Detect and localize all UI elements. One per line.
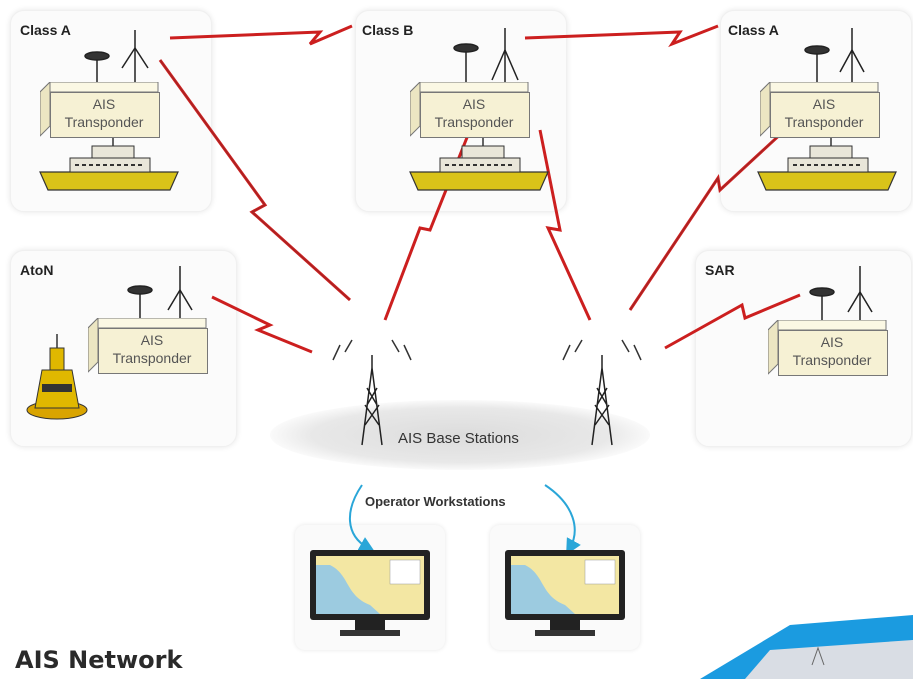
transponder-line2: Transponder <box>112 350 192 366</box>
class-a-right-label: Class A <box>728 22 779 38</box>
link-aton-to-bs <box>211 295 313 354</box>
monitor-icon-left <box>310 550 430 636</box>
aton-label: AtoN <box>20 262 54 278</box>
ais-transponder-aton: AIS Transponder <box>88 318 208 374</box>
antennas-sar <box>809 266 873 322</box>
base-station-tower-left <box>332 339 412 446</box>
transponder-line1: AIS <box>462 96 486 112</box>
transponder-line1: AIS <box>92 96 116 112</box>
operator-workstations-label: Operator Workstations <box>365 494 506 509</box>
transponder-line1: AIS <box>812 96 836 112</box>
arrow-to-workstation-right <box>544 484 581 555</box>
link-classa-right-to-bs <box>628 128 787 311</box>
base-stations-label: AIS Base Stations <box>398 430 519 447</box>
transponder-front <box>420 92 530 138</box>
antennas-aton <box>127 266 193 320</box>
ais-transponder-class-a-right: AIS Transponder <box>760 82 880 138</box>
class-b-label: Class B <box>362 22 414 38</box>
ais-transponder-class-a-left: AIS Transponder <box>40 82 160 138</box>
antennas-class-b <box>453 28 519 84</box>
link-sar-to-bs <box>664 293 801 350</box>
transponder-front <box>98 328 208 374</box>
radio-links <box>158 24 801 354</box>
monitor-icon-right <box>505 550 625 636</box>
ais-transponder-sar: AIS Transponder <box>768 320 888 376</box>
transponder-line2: Transponder <box>64 114 144 130</box>
transponder-line1: AIS <box>140 332 164 348</box>
transponder-line2: Transponder <box>784 114 864 130</box>
arrow-to-workstation-left <box>349 484 375 552</box>
link-classb-classa <box>524 24 719 48</box>
ais-transponder-class-b: AIS Transponder <box>410 82 530 138</box>
corner-accent <box>700 615 913 679</box>
antennas-class-a-right <box>804 28 865 82</box>
sar-label: SAR <box>705 262 735 278</box>
transponder-line1: AIS <box>820 334 844 350</box>
transponder-front <box>50 92 160 138</box>
transponder-front <box>778 330 888 376</box>
link-classa-classb <box>169 24 353 46</box>
ship-icon-class-a-right <box>757 136 897 191</box>
radio-links-outline <box>159 59 786 311</box>
ship-icon-class-a-left <box>39 136 179 191</box>
antennas-class-a-left <box>84 30 149 82</box>
link-classa-left-to-bs <box>158 59 352 302</box>
transponder-line2: Transponder <box>434 114 514 130</box>
diagram-title: AIS Network <box>15 646 183 674</box>
buoy-icon <box>26 334 88 420</box>
class-a-left-label: Class A <box>20 22 71 38</box>
transponder-line2: Transponder <box>792 352 872 368</box>
link-classb-to-bs-right <box>538 129 592 321</box>
base-station-tower-right <box>562 339 642 446</box>
base-station-cloud <box>270 400 650 470</box>
transponder-front <box>770 92 880 138</box>
ship-icon-class-b <box>409 136 549 191</box>
